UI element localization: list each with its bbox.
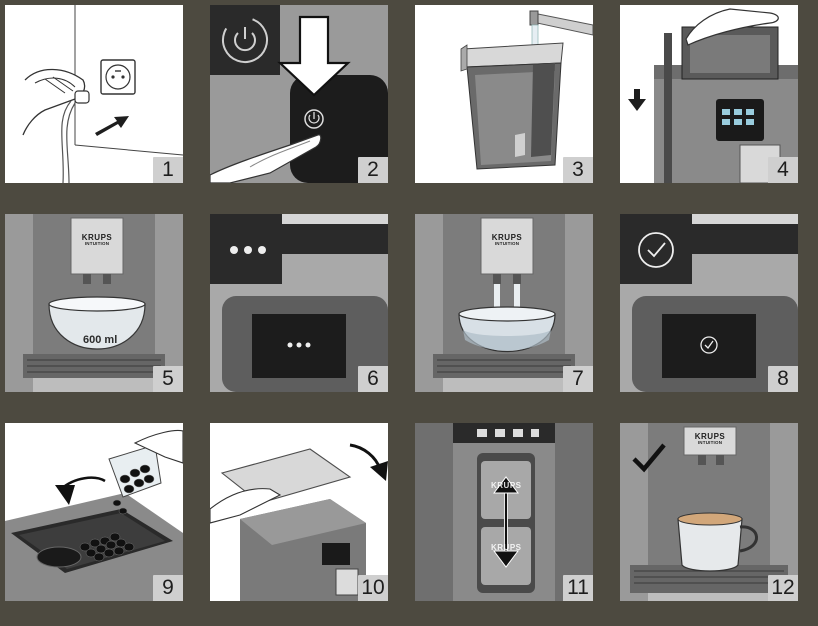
step-number: 10 (358, 575, 388, 601)
step-number: 2 (358, 157, 388, 183)
step-panel-2: 2 (210, 5, 388, 183)
step-panel-11: KRUPS KRUPS 11 (415, 423, 593, 601)
insert-water-tank-icon (620, 5, 798, 183)
power-button-icon (210, 5, 388, 183)
step-number: 1 (153, 157, 183, 183)
brand-logo-lower: KRUPS (491, 543, 522, 552)
step-panel-8: 8 (620, 214, 798, 392)
step-number: 12 (768, 575, 798, 601)
step-panel-3: 3 (415, 5, 593, 183)
step-number: 8 (768, 366, 798, 392)
water-flowing-into-bowl-icon (415, 214, 593, 392)
bowl-under-spout-icon (5, 214, 183, 392)
brand-logo: KRUPS INTUITION (491, 233, 523, 246)
step-panel-12: KRUPS INTUITION 12 (620, 423, 798, 601)
step-panel-7: KRUPS INTUITION 7 (415, 214, 593, 392)
step-number: 6 (358, 366, 388, 392)
close-bean-lid-icon (210, 423, 388, 601)
screen-loading-dots-icon (210, 214, 388, 392)
adjust-spout-height-icon (415, 423, 593, 601)
pour-beans-icon (5, 423, 183, 601)
step-number: 5 (153, 366, 183, 392)
bowl-volume-label: 600 ml (83, 334, 118, 346)
step-panel-4: 4 (620, 5, 798, 183)
brand-logo: KRUPS INTUITION (694, 432, 726, 445)
brand-logo: KRUPS INTUITION (81, 233, 113, 246)
step-number: 7 (563, 366, 593, 392)
fill-water-tank-icon (415, 5, 593, 183)
cup-ready-check-icon (620, 423, 798, 601)
step-number: 9 (153, 575, 183, 601)
step-panel-5: KRUPS INTUITION 600 ml 5 (5, 214, 183, 392)
plug-in-socket-icon (5, 5, 183, 183)
brand-logo-upper: KRUPS (491, 481, 522, 490)
step-panel-9: 9 (5, 423, 183, 601)
step-number: 3 (563, 157, 593, 183)
step-number: 11 (563, 575, 593, 601)
screen-checkmark-icon (620, 214, 798, 392)
step-panel-1: 1 (5, 5, 183, 183)
step-panel-10: 10 (210, 423, 388, 601)
step-number: 4 (768, 157, 798, 183)
step-panel-6: 6 (210, 214, 388, 392)
